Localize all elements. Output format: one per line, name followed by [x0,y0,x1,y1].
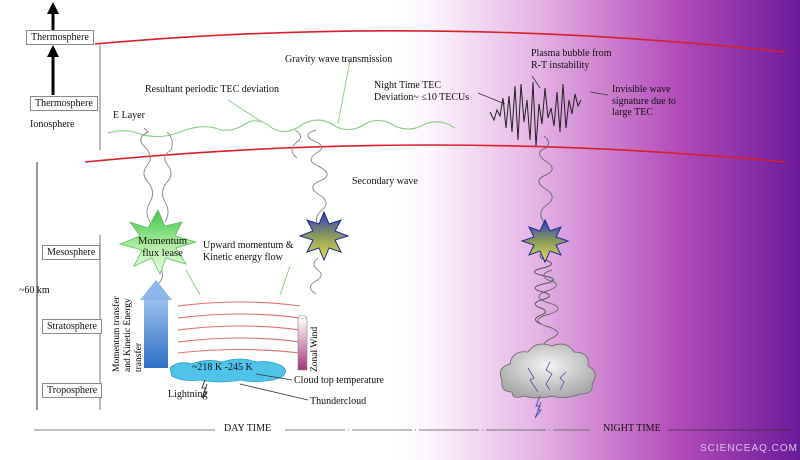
mesosphere-box: Mesosphere [42,245,101,260]
lower-boundary-line [84,144,786,163]
resultant-tec-label: Resultant periodic TEC deviation [145,84,279,95]
transfer-line3: transfer [133,342,144,372]
cloud-temp-pointer [255,373,293,381]
invisible-line2: signature due to [612,95,676,107]
thundercloud-pointer [239,383,309,401]
night-wave-path [537,135,559,353]
secondary-lower-wave [310,257,322,295]
night-zigzag-wave [534,251,554,325]
thermo-arrow-upper-head [47,2,59,14]
thermosphere-top-box: Thermosphere [26,30,94,45]
cloud-top-temp-label: Cloud top temperature [294,375,384,386]
plasma-bubble-label: Plasma bubble from R-T instability [531,48,612,71]
upward-line2: Kinetic energy flow [203,251,283,263]
upward-line1: Upward momentum & [203,240,294,251]
zonal-wind-label: Zonal Wind [310,326,320,372]
gravity-wave-label: Gravity wave transmission [285,54,393,65]
thermosphere-box: Thermosphere [30,96,98,111]
thermo-arrow-lower-head [47,45,59,57]
invisible-line1: Invisible wave [612,84,671,95]
thundercloud-label: Thundercloud [310,396,367,407]
ionosphere-link-wave [291,129,301,159]
night-tec-pointer [477,92,506,105]
night-thundercloud [499,343,596,419]
cloud-top-shape [169,358,286,383]
transfer-line2: and Kinetic Energy [122,298,133,372]
momentum-transfer-arrow-head [140,280,172,300]
plasma-line1: Plasma bubble from [531,48,612,59]
wave-to-e-layer [140,127,154,223]
momentum-flux-label: Momentum flux lease [138,236,187,260]
e-layer-label: E Layer [113,110,145,121]
lightning-label: Lightning [168,389,208,400]
transfer-line1: Momentum transfer [112,296,122,372]
secondary-wave-burst [298,210,350,262]
secondary-wave-label: Secondary wave [352,176,418,187]
secondary-wave-path [307,129,328,229]
momentum-line2: flux lease [142,248,183,260]
zonal-wind-top [297,314,308,319]
momentum-transfer-label: Momentum transfer and Kinetic Energy tra… [112,296,145,372]
invisible-line3: large TEC [612,107,654,118]
night-tec-line1: Night Time TEC [374,80,442,91]
plasma-line2: R-T instability [531,59,590,71]
day-lightning-bolt [201,379,209,399]
momentum-line1: Momentum [138,236,187,247]
night-burst [520,218,570,264]
plasma-pointer [531,75,541,89]
watermark: SCIENCEAQ.COM [700,443,799,454]
momentum-flux-burst [118,209,198,275]
ionosphere-wave [107,119,456,138]
upward-flow-line-right [279,265,291,296]
troposphere-box: Troposphere [42,383,103,398]
wave-to-e-layer-2 [161,131,173,223]
night-background [395,0,800,460]
cloud-temp-range-label: ~218 K -245 K [192,362,253,373]
stratosphere-box: Stratosphere [42,319,102,334]
ionosphere-label: Ionosphere [30,119,75,130]
invisible-pointer [589,91,609,96]
plasma-bubble-signal [489,81,582,147]
tec-pointer [227,99,263,123]
gravity-wave-pointer [337,59,351,125]
momentum-transfer-arrow-body [144,298,168,368]
night-tec-label: Night Time TEC Deviation~ ≤10 TECUs [374,80,469,103]
upper-boundary-line [94,29,786,53]
night-tec-line2: Deviation~ ≤10 TECUs [374,91,470,103]
day-time-label: DAY TIME [224,423,272,434]
upward-flow-line-left [185,269,201,296]
invisible-wave-label: Invisible wave signature due to large TE… [612,84,676,119]
stratosphere-layers [177,301,301,354]
upward-flow-label: Upward momentum & Kinetic energy flow [203,240,294,263]
zonal-wind-bar [297,317,308,371]
altitude-label: ~60 km [19,285,50,296]
night-time-label: NIGHT TIME [603,423,661,434]
